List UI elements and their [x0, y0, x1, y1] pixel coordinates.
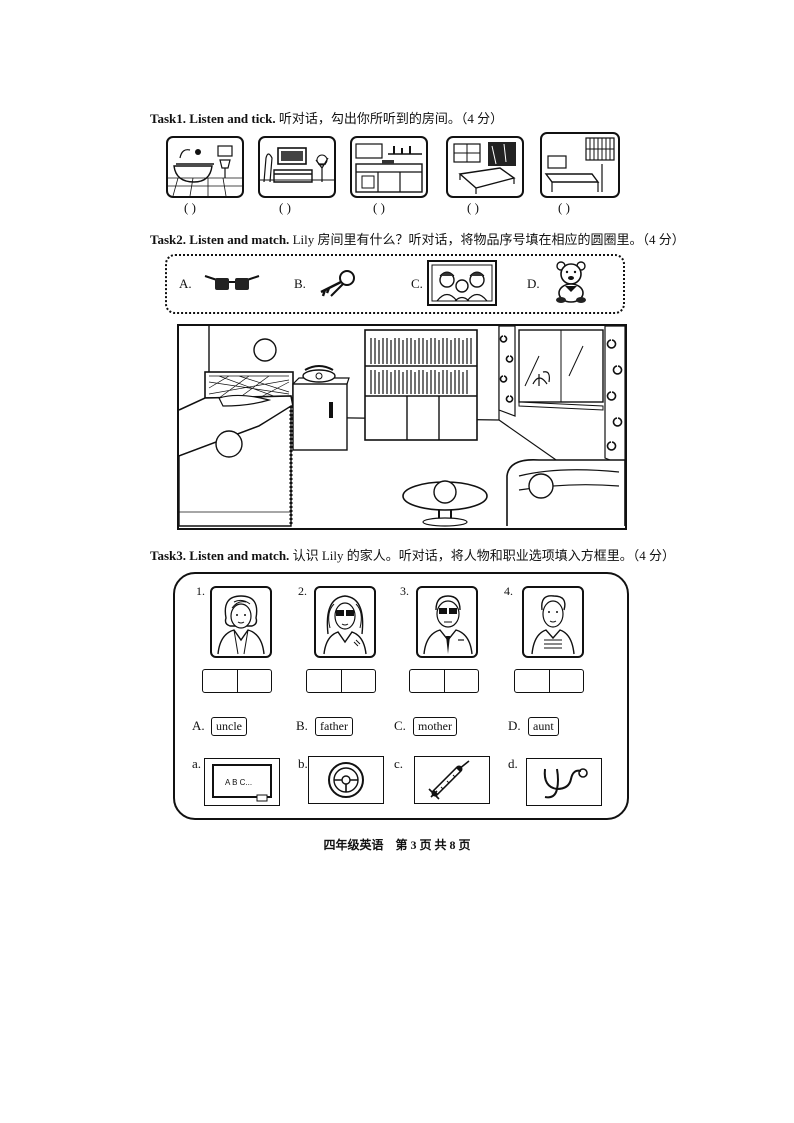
answer-box-3[interactable] — [409, 669, 479, 693]
page-footer: 四年级英语 第 3 页 共 8 页 — [323, 838, 471, 852]
blackboard-icon: A B C... — [204, 758, 280, 806]
task3-heading: Task3. Listen and match. 认识 Lily 的家人。听对话… — [150, 545, 675, 564]
family-photo-icon — [427, 260, 497, 306]
blackboard-text: A B C... — [225, 778, 252, 787]
answer-box-4[interactable] — [514, 669, 584, 693]
man-portrait-icon — [522, 586, 584, 658]
bedroom-icon — [446, 136, 524, 198]
relation-letter-a: A. — [192, 718, 205, 733]
person-number-4: 4. — [504, 584, 513, 598]
person-number-1: 1. — [196, 584, 205, 598]
kitchen-icon — [350, 136, 428, 198]
tick-slot-2[interactable]: ( ) — [279, 200, 291, 215]
task2-heading: Task2. Listen and match. Lily 房间里有什么？听对话… — [150, 229, 685, 248]
job-letter-b: b. — [298, 756, 308, 771]
bathroom-icon — [166, 136, 244, 198]
relation-letter-c: C. — [394, 718, 406, 733]
woman-portrait-icon — [210, 586, 272, 658]
glasses-icon — [203, 272, 261, 294]
job-letter-a: a. — [192, 756, 202, 771]
relation-father: father — [315, 717, 353, 736]
man-with-glasses-portrait-icon — [416, 586, 478, 658]
relation-uncle: uncle — [211, 717, 247, 736]
lily-room-scene — [177, 324, 627, 530]
task2-instruction: Lily 房间里有什么？听对话，将物品序号填在相应的圆圈里。（4 分） — [289, 232, 685, 247]
item-label-d: D. — [527, 276, 540, 291]
keys-icon — [317, 268, 359, 298]
item-options-box: A. B. C. D. — [165, 254, 625, 314]
steering-wheel-icon — [308, 756, 384, 804]
job-letter-c: c. — [394, 756, 404, 771]
teddy-bear-icon — [553, 260, 589, 304]
answer-box-1[interactable] — [202, 669, 272, 693]
person-number-3: 3. — [400, 584, 409, 598]
task1-instruction: 听对话，勾出你所听到的房间。（4 分） — [275, 111, 504, 126]
study-icon — [540, 132, 620, 198]
item-label-b: B. — [294, 276, 306, 291]
syringe-icon — [414, 756, 490, 804]
task3-title: Task3. Listen and match. — [150, 548, 290, 563]
item-label-a: A. — [179, 276, 192, 291]
task3-instruction: 认识 Lily 的家人。听对话，将人物和职业选项填入方框里。（4 分） — [289, 548, 675, 563]
relation-letter-b: B. — [296, 718, 308, 733]
stethoscope-icon — [526, 758, 602, 806]
job-letter-d: d. — [508, 756, 518, 771]
answer-box-2[interactable] — [306, 669, 376, 693]
tick-slot-3[interactable]: ( ) — [373, 200, 385, 215]
tick-slot-5[interactable]: ( ) — [558, 200, 570, 215]
tick-slot-4[interactable]: ( ) — [467, 200, 479, 215]
item-label-c: C. — [411, 276, 423, 291]
relation-mother: mother — [413, 717, 457, 736]
tick-slot-1[interactable]: ( ) — [184, 200, 196, 215]
task1-title: Task1. Listen and tick. — [150, 111, 276, 126]
task3-frame — [173, 572, 629, 820]
task2-title: Task2. Listen and match. — [150, 232, 290, 247]
living-room-icon — [258, 136, 336, 198]
person-number-2: 2. — [298, 584, 307, 598]
relation-letter-d: D. — [508, 718, 521, 733]
woman-with-glasses-portrait-icon — [314, 586, 376, 658]
task1-heading: Task1. Listen and tick. 听对话，勾出你所听到的房间。（4… — [150, 108, 503, 127]
relation-aunt: aunt — [528, 717, 559, 736]
